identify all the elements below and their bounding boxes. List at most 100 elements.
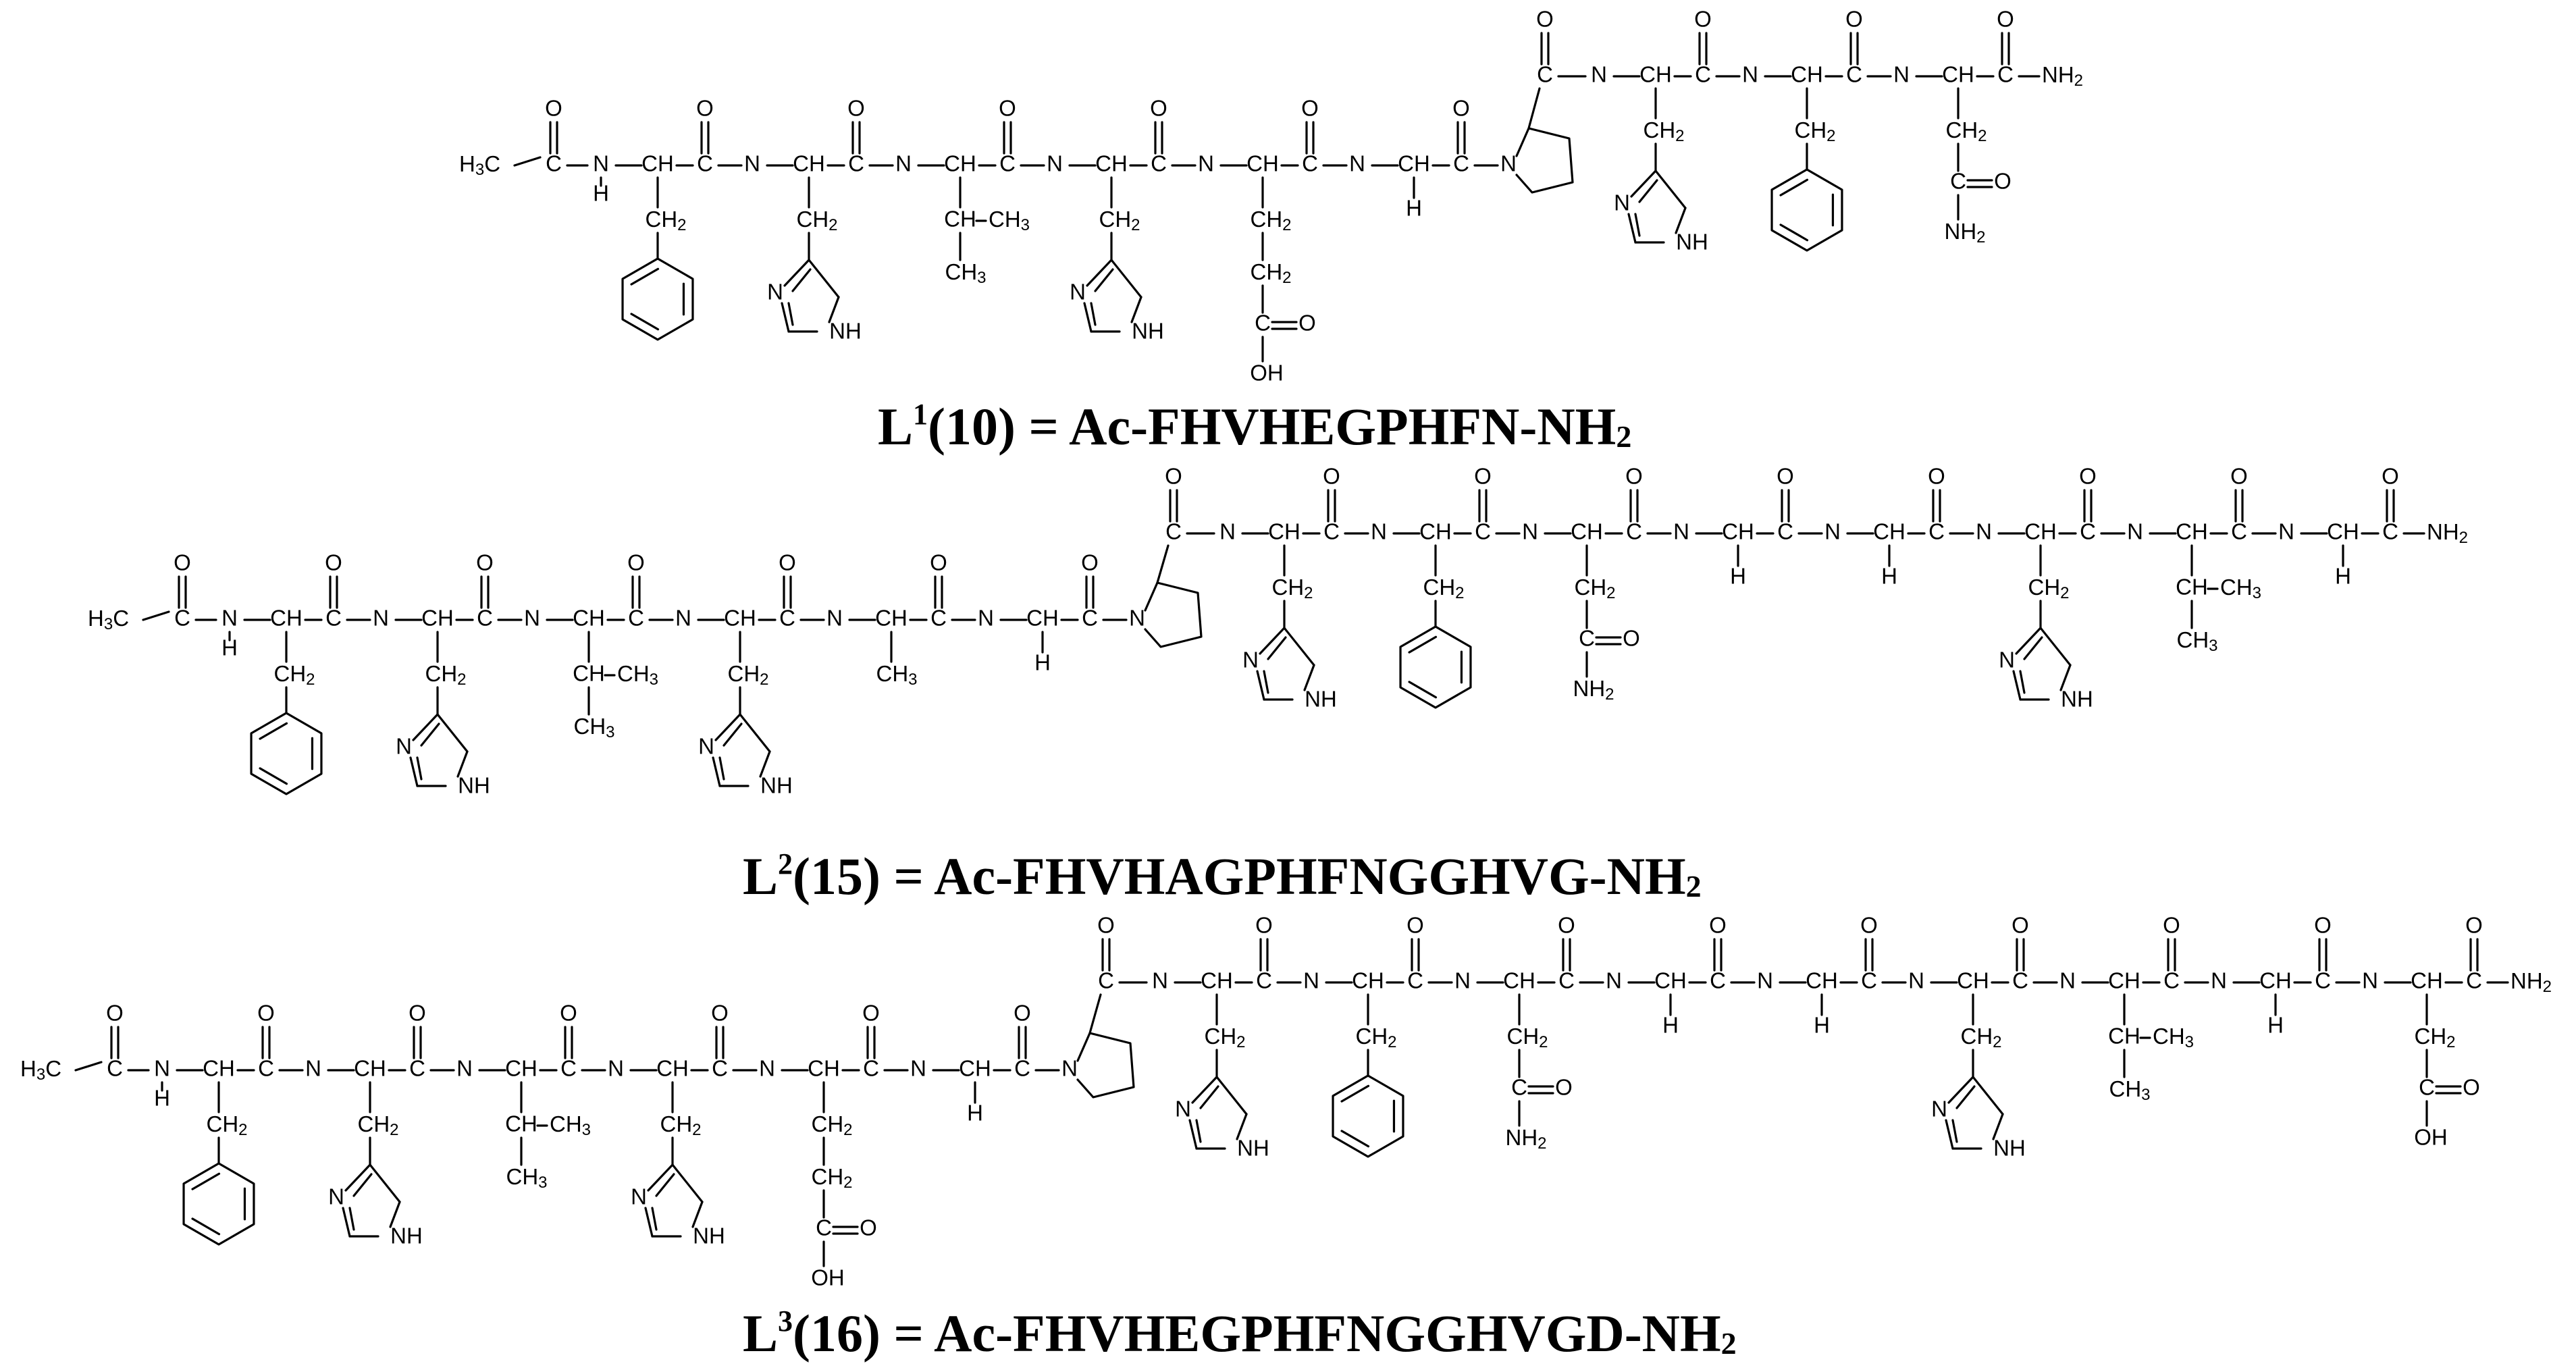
- chain-l1-res1-f-carbonyl-o: O: [696, 96, 714, 121]
- chain-l3-res13-h-imidazole-double-bond: [1951, 1119, 1958, 1143]
- chain-l3-res12-g-carbonyl-o: O: [1860, 913, 1878, 938]
- chain-l2-res13-h-imidazole-bond: [2039, 627, 2072, 666]
- chain-l2-res8-h-imidazole-bond: [1259, 627, 1286, 655]
- chain-l3-res12-g-alpha-ch: CH: [1806, 968, 1838, 993]
- formula-l2-index: 2: [778, 847, 793, 880]
- chain-l3-res11-g-alpha-ch: CH: [1654, 968, 1687, 993]
- chain-l1-res9-f-n: N: [1742, 62, 1758, 87]
- chain-l1-res7-p-bond: [1527, 87, 1541, 130]
- chain-l3-res4-h-ch2: CH2: [660, 1111, 701, 1140]
- chain-l3-res14-v-ch: CH: [2108, 1024, 2140, 1049]
- chain-l1-res4-h-imidazole-double-bond: [1090, 302, 1097, 326]
- chain-l1-res5-e-carbonyl-c: C: [1302, 151, 1318, 176]
- chain-l2-res4-h-imidazole-n: N: [698, 734, 714, 759]
- chain-l2-res8-h-n: N: [1219, 519, 1236, 544]
- chain-l1-res6-g-alpha-ch: CH: [1398, 151, 1430, 176]
- chain-l3-res1-f-phenyl-inner-bond: [191, 1217, 221, 1236]
- chain-l3-res4-h-imidazole-double-bond: [655, 1173, 675, 1197]
- chain-l3-res8-h-imidazole-n: N: [1175, 1097, 1191, 1122]
- chain-l1-res1-f-phenyl-inner-bond: [630, 267, 660, 286]
- chain-l3-res1-f-phenyl-inner-bond: [191, 1172, 221, 1190]
- chain-l3-res8-h-imidazole-nh: NH: [1237, 1136, 1269, 1161]
- chain-l2-res1-f-alpha-ch: CH: [270, 606, 303, 631]
- chain-l1-res4-h-imidazole-bond: [1086, 259, 1113, 287]
- chain-l2-res2-h-imidazole-nh: NH: [458, 773, 490, 798]
- chain-l1-res9-f-phenyl-ring: [1770, 168, 1843, 252]
- chain-l2-res12-g-n: N: [1824, 519, 1841, 544]
- chain-l1-res2-h-imidazole-double-bond: [787, 302, 794, 326]
- chain-l3-res5-e-n: N: [759, 1056, 775, 1081]
- chain-l3-res2-h-carbonyl-o: O: [409, 1001, 426, 1026]
- chain-l1-res6-g-n: N: [1349, 151, 1365, 176]
- chain-l2-res1-f-carbonyl-o: O: [325, 550, 342, 575]
- chain-l3-res2-h-n: N: [305, 1056, 321, 1081]
- chain-l3-res11-g-n: N: [1606, 968, 1622, 993]
- chain-l2-res14-v-ch3: CH3: [2176, 627, 2217, 656]
- chain-l3-res5-e-alpha-ch: CH: [808, 1056, 840, 1081]
- chain-l2-res9-f-ch2: CH2: [1423, 575, 1464, 603]
- chain-l1-res9-f-phenyl-inner-bond: [1779, 223, 1809, 242]
- chain-l2-res11-g-carbonyl-c: C: [1777, 519, 1793, 544]
- chain-l2-res2-h-imidazole-double-bond: [416, 756, 423, 781]
- chain-l2-res8-h-carbonyl-o: O: [1323, 464, 1340, 489]
- chain-l3-res16-d-carbonyl-o: O: [2465, 913, 2483, 938]
- chain-l1-res8-h-carbonyl-c: C: [1695, 62, 1711, 87]
- chain-l2-res3-v-ch: CH: [573, 661, 605, 686]
- chain-l2-res12-g-carbonyl-o: O: [1928, 464, 1945, 489]
- chain-l1-acetyl-h3c: H3C: [459, 151, 500, 180]
- chain-l3-res5-e-c: C: [816, 1215, 832, 1240]
- chain-l3-res13-h-imidazole-bond: [1972, 1076, 2004, 1115]
- chain-l2-res4-h-imidazole-double-bond: [718, 756, 725, 781]
- chain-l2-res10-n-carbonyl-c: C: [1626, 519, 1642, 544]
- chain-l2-res6-g-carbonyl-c: C: [1082, 606, 1098, 631]
- chain-l3-res8-h-imidazole-bond: [1188, 1119, 1198, 1150]
- chain-l1-res8-h-ch2: CH2: [1643, 117, 1684, 146]
- chain-l3-res8-h-n: N: [1152, 968, 1168, 993]
- chain-l2-res12-g-alpha-ch: CH: [1873, 519, 1905, 544]
- chain-l3-res8-h-carbonyl-o: O: [1255, 913, 1273, 938]
- chain-l2-res6-g-h: H: [1034, 650, 1051, 675]
- chain-l1-res8-h-imidazole-bond: [1630, 169, 1657, 198]
- chain-l2-res2-h-imidazole-bond: [456, 750, 469, 778]
- chain-l1-res3-v-carbonyl-c: C: [999, 151, 1016, 176]
- chain-l2-res4-h-ch2: CH2: [727, 661, 768, 689]
- chain-l2-res3-v-carbonyl-c: C: [628, 606, 644, 631]
- chain-l1-res1-f-alpha-ch: CH: [641, 151, 674, 176]
- chain-l3-res3-v-n: N: [456, 1056, 473, 1081]
- chain-l3-res8-h-imidazole-bond: [1215, 1076, 1248, 1115]
- formula-l1-letter: L: [878, 397, 914, 456]
- chain-l1-res5-e-n: N: [1198, 151, 1214, 176]
- chain-l3-res10-n-ch2: CH2: [1506, 1024, 1548, 1052]
- chain-l3-res13-h-carbonyl-c: C: [2012, 968, 2028, 993]
- chain-l2-res5-a-carbonyl-o: O: [930, 550, 947, 575]
- chain-l3-res2-h-imidazole-double-bond: [352, 1173, 373, 1197]
- chain-l2-res6-g-alpha-ch: CH: [1026, 606, 1059, 631]
- chain-l3-res13-h-imidazole-bond: [1945, 1119, 1954, 1150]
- formula-l3-text: (16) = Ac-FHVHEGPHFNGGHVGD-NH: [793, 1304, 1721, 1363]
- chain-l1-res9-f-phenyl-inner-bond: [1779, 178, 1809, 196]
- chain-l3-res10-n-n: N: [1454, 968, 1471, 993]
- chain-l1-res10-n-c: C: [1950, 169, 1966, 194]
- chain-l2-res9-f-phenyl-inner-bond: [1408, 635, 1438, 654]
- chain-l3-res9-f-phenyl-inner-bond: [1340, 1130, 1370, 1148]
- chain-l3-res9-f-phenyl-inner-bond: [1340, 1084, 1370, 1103]
- chain-l2-res8-h-imidazole-bond: [1283, 627, 1315, 666]
- chain-l1-res1-f-carbonyl-c: C: [697, 151, 713, 176]
- chain-l2-res3-v-alpha-ch: CH: [573, 606, 605, 631]
- chain-l1-res4-h-carbonyl-c: C: [1151, 151, 1167, 176]
- chain-l2-res1-f-carbonyl-c: C: [325, 606, 342, 631]
- chain-l1-res3-v-n: N: [895, 151, 912, 176]
- chain-l1-res8-h-alpha-ch: CH: [1639, 62, 1672, 87]
- chain-l3-res2-h-imidazole-bond: [344, 1163, 371, 1192]
- chain-l2-res4-h-imidazole-bond: [759, 750, 771, 778]
- chain-l3-res12-g-carbonyl-c: C: [1861, 968, 1877, 993]
- chain-l1-res3-v-ch3: CH3: [945, 259, 986, 288]
- chain-l3-res9-f-carbonyl-c: C: [1407, 968, 1423, 993]
- chain-l3-res12-g-h: H: [1814, 1013, 1830, 1038]
- chain-l1-res4-h-ch2: CH2: [1099, 207, 1140, 235]
- chain-l2-res9-f-alpha-ch: CH: [1419, 519, 1452, 544]
- chain-l1-res5-e-alpha-ch: CH: [1246, 151, 1279, 176]
- chain-l3-res5-e-carbonyl-o: O: [862, 1001, 880, 1026]
- chain-l1-res2-h-imidazole-bond: [808, 259, 840, 298]
- chain-l3-res13-h-imidazole-nh: NH: [1993, 1136, 2026, 1161]
